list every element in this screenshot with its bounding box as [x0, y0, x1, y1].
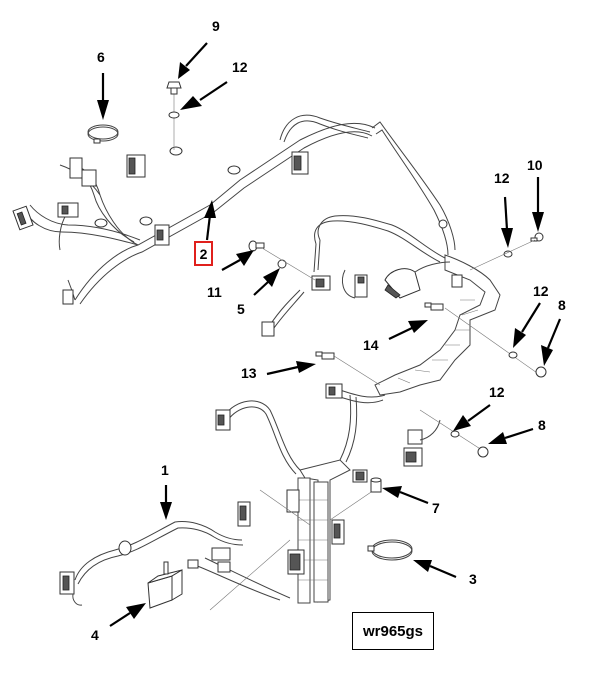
connector-trunk [154, 224, 170, 246]
callout-label-8-lower: 8 [538, 417, 546, 433]
ring-terminal [169, 146, 183, 156]
grommet [118, 540, 132, 556]
connectors-right-stack [403, 429, 423, 467]
callout-label-5: 5 [237, 301, 245, 317]
callout-label-12-lower: 12 [489, 384, 505, 400]
stud-lower [315, 351, 335, 360]
callout-label-12-top: 12 [232, 59, 248, 75]
lower-harness [209, 383, 441, 611]
main-wiring-harness [12, 86, 501, 396]
cable-tie-upper [87, 124, 119, 144]
callout-label-12-mid: 12 [533, 283, 549, 299]
callout-label-1: 1 [161, 462, 169, 478]
stud-upper [424, 302, 444, 311]
connector-cap [370, 477, 382, 493]
highlighted-callout-2: 2 [194, 241, 213, 266]
callout-label-3: 3 [469, 571, 477, 587]
nut-upper [535, 366, 547, 378]
reference-code-box: wr965gs [352, 612, 434, 650]
washer-top [168, 111, 180, 119]
connector-bundle [286, 489, 345, 575]
connector-lower-loop [215, 409, 231, 431]
connector-mid-low [261, 321, 275, 337]
nut-right [530, 232, 544, 242]
connector-upper [126, 154, 146, 178]
callout-label-7: 7 [432, 500, 440, 516]
connector-mid [311, 275, 331, 291]
ring-terminal [227, 165, 241, 175]
clip [438, 219, 448, 229]
bracket [451, 274, 463, 288]
connector-left-2 [57, 202, 79, 218]
relay [147, 561, 183, 609]
connector-far-left [59, 571, 75, 595]
washer-mid [508, 351, 518, 359]
connector-lower-top [325, 383, 343, 399]
connector-branch [237, 501, 251, 527]
callout-label-11: 11 [207, 284, 222, 300]
connector-trunk-2 [291, 151, 309, 175]
washer-lower [450, 430, 460, 438]
nut-lower [477, 446, 489, 458]
callout-label-9: 9 [212, 18, 220, 34]
callout-label-14: 14 [363, 337, 379, 353]
bolt-top [166, 81, 182, 95]
callout-label-4: 4 [91, 627, 99, 643]
callout-arrows [97, 42, 562, 627]
connector-right-lower [352, 469, 368, 483]
callout-label-8-upper: 8 [558, 297, 566, 313]
bolt-left [248, 240, 265, 252]
washer [277, 259, 287, 269]
harness-branch-lower [59, 501, 291, 606]
connector-left [12, 205, 34, 231]
elbow-connector [384, 268, 421, 299]
ring-terminal [139, 216, 153, 226]
connector-small [187, 547, 231, 573]
callout-label-6: 6 [97, 49, 105, 65]
callout-label-12-right: 12 [494, 170, 510, 186]
cable-tie-lower [367, 539, 413, 561]
connector-lower-left [62, 289, 74, 305]
callout-label-13: 13 [241, 365, 257, 381]
connector-top-left [69, 157, 97, 187]
sensor-connector [354, 274, 368, 298]
callout-label-10: 10 [527, 157, 543, 173]
ring-terminal [94, 218, 108, 228]
